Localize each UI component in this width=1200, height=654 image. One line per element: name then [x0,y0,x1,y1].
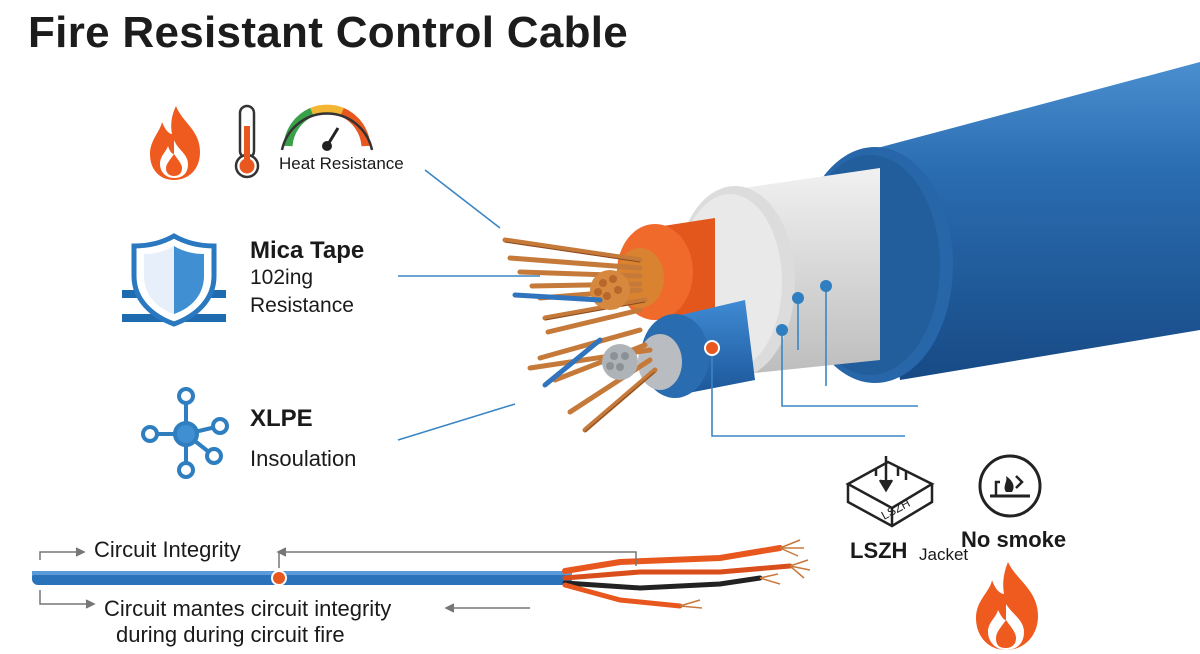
no-smoke-label: No smoke [961,527,1067,552]
no-smoke-icon [978,454,1042,518]
orange-core [616,218,715,322]
circuit-caption-line1: Circuit mantes circuit integrity [104,596,392,621]
circuit-caption-line2: during during circuit fire [116,622,345,647]
xlpe-title: XLPE [250,405,313,432]
shield-icon [122,233,226,327]
small-blue-wires [512,292,603,388]
leader-dots [704,280,832,356]
xlpe-subtitle: Insoulation [250,446,357,471]
leader-lines [397,169,918,441]
thermometer-icon [234,104,260,179]
circuit-arrows [39,547,637,613]
lszh-box-icon [845,456,935,528]
molecule-icon [141,387,229,479]
lszh-sublabel: Jacket [919,545,969,564]
bottom-cable [32,539,811,609]
strand-shading [504,241,656,433]
flame-icon [150,106,200,180]
copper-strands [502,237,658,433]
mica-tape-title: Mica Tape [250,237,365,264]
heat-resistance-label: Heat Resistance [279,154,404,173]
gauge-icon [280,104,374,151]
mica-tape-line2: 102ing [250,266,314,289]
page-title: Fire Resistant Control Cable [28,8,629,57]
lszh-label: LSZH [850,538,908,563]
flame-bottom-icon [976,562,1038,650]
mica-tape-line3: Resistance [250,294,354,317]
circuit-integrity-label: Circuit Integrity [94,537,241,562]
